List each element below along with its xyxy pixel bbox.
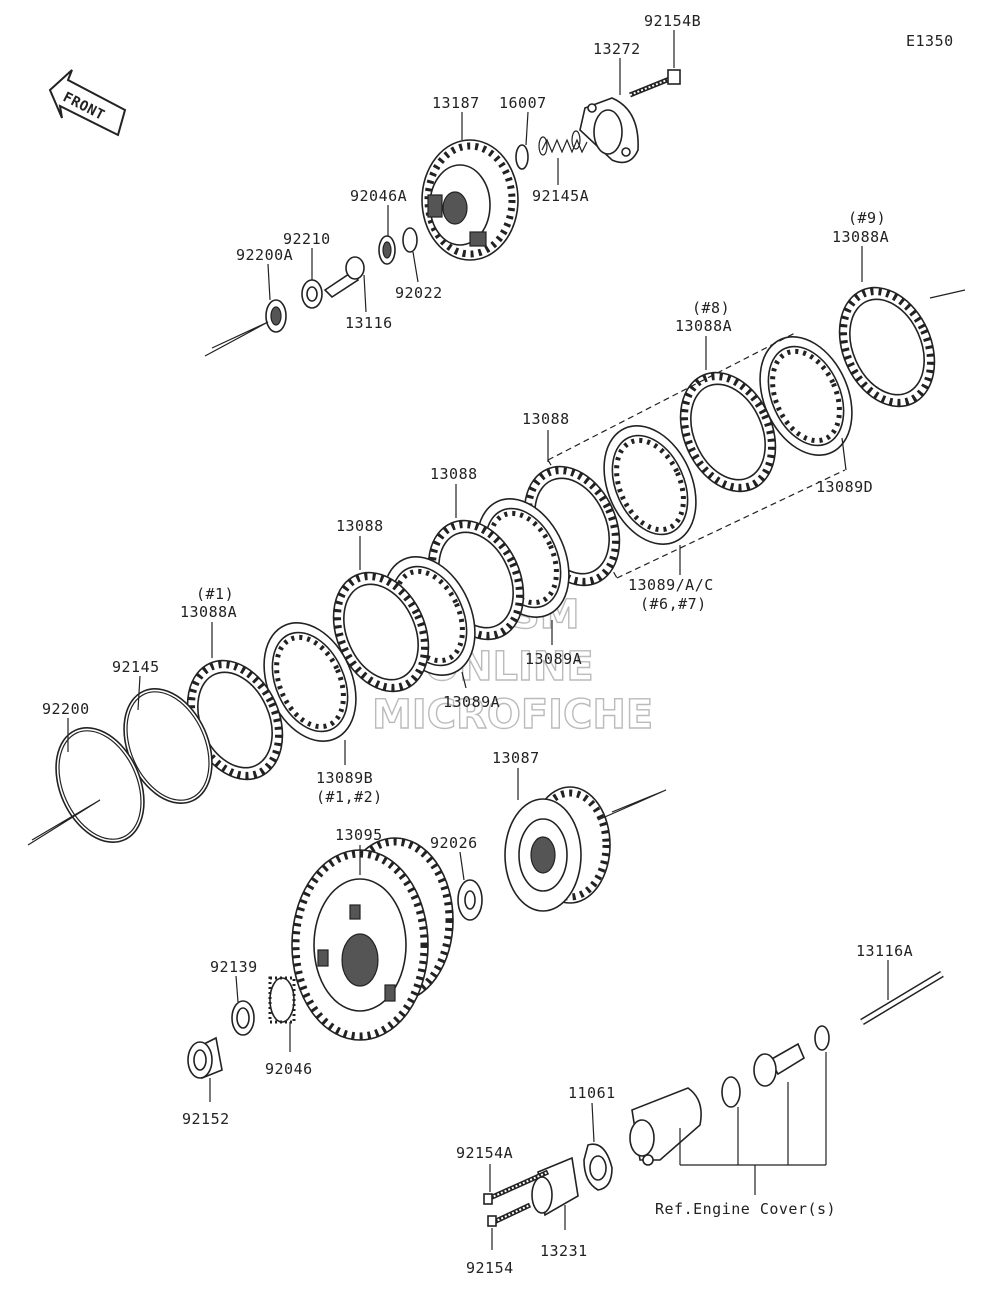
label-13088A-1: 13088A: [180, 603, 237, 621]
diagram-code: E1350: [906, 32, 954, 50]
label-13095: 13095: [335, 826, 383, 844]
label-13272: 13272: [593, 40, 641, 58]
label-92200: 92200: [42, 700, 90, 718]
label-1-tag: (#1): [196, 585, 234, 603]
label-92210: 92210: [283, 230, 331, 248]
pushrod-13116: [323, 256, 365, 299]
label-13116: 13116: [345, 314, 393, 332]
label-11061: 11061: [568, 1084, 616, 1102]
label-ref-engine-cover: Ref.Engine Cover(s): [655, 1200, 836, 1218]
clutch-hub-13087: [504, 786, 611, 912]
label-92139: 92139: [210, 958, 258, 976]
label-8-tag: (#8): [692, 299, 730, 317]
bolt-92154A: [483, 1169, 550, 1205]
label-13089D: 13089D: [816, 478, 873, 496]
label-92145A: 92145A: [532, 187, 589, 205]
ref-bracket-lines: [679, 1052, 827, 1195]
friction-plate-13088-a: [332, 571, 430, 693]
label-9-tag: (#9): [848, 209, 886, 227]
label-92145: 92145: [112, 658, 160, 676]
label-13089A-a: 13089A: [443, 693, 500, 711]
gasket-11061: [583, 1143, 613, 1191]
label-92026: 92026: [430, 834, 478, 852]
o-ring: [721, 1076, 741, 1108]
pressure-plate-13187: [421, 139, 519, 261]
cover-13231: [531, 1156, 579, 1217]
front-arrow-icon: FRONT: [48, 69, 127, 137]
washer-92022: [402, 227, 418, 253]
label-13187: 13187: [432, 94, 480, 112]
label-92046: 92046: [265, 1060, 313, 1078]
label-92046A: 92046A: [350, 187, 407, 205]
seal-ring-small: [814, 1025, 830, 1051]
label-13088A-8: 13088A: [675, 317, 732, 335]
label-16007: 16007: [499, 94, 547, 112]
piston: [753, 1042, 806, 1087]
label-13231: 13231: [540, 1242, 588, 1260]
bolt-92154B: [629, 69, 681, 98]
spring-92145A: [538, 130, 588, 156]
label-13089A-b: 13089A: [525, 650, 582, 668]
label-92154A: 92154A: [456, 1144, 513, 1162]
slave-cylinder-body: [629, 1087, 702, 1166]
label-1-2-tag: (#1,#2): [316, 788, 383, 806]
label-13088-c: 13088: [522, 410, 570, 428]
bushing-92152: [187, 1036, 223, 1080]
friction-plate-13088A-9: [838, 286, 936, 408]
label-92154B: 92154B: [644, 12, 701, 30]
label-13088-a: 13088: [336, 517, 384, 535]
clutch-housing-13095: [291, 837, 454, 1041]
label-13089B: 13089B: [316, 769, 373, 787]
label-6-7-tag: (#6,#7): [640, 595, 707, 613]
plate-13272: [579, 97, 639, 164]
label-13088-b: 13088: [430, 465, 478, 483]
label-92200A: 92200A: [236, 246, 293, 264]
steel-plate-13089-A-C: [603, 425, 697, 545]
friction-plate-13088A-8: [679, 371, 777, 493]
label-92152: 92152: [182, 1110, 230, 1128]
needle-bearing-92046: [268, 976, 296, 1024]
ring-16007: [515, 144, 529, 170]
label-13088A-9: 13088A: [832, 228, 889, 246]
steel-plate-13089B: [263, 622, 357, 742]
label-13116A: 13116A: [856, 942, 913, 960]
label-13087: 13087: [492, 749, 540, 767]
label-92022: 92022: [395, 284, 443, 302]
shaft-13116A: [860, 970, 944, 1026]
label-13089-A-C: 13089/A/C: [628, 576, 714, 594]
bolt-92154: [487, 1202, 532, 1227]
label-92154: 92154: [466, 1259, 514, 1277]
watermark-line3: MICROFICHE: [372, 692, 653, 738]
steel-plate-13089D: [759, 336, 853, 456]
